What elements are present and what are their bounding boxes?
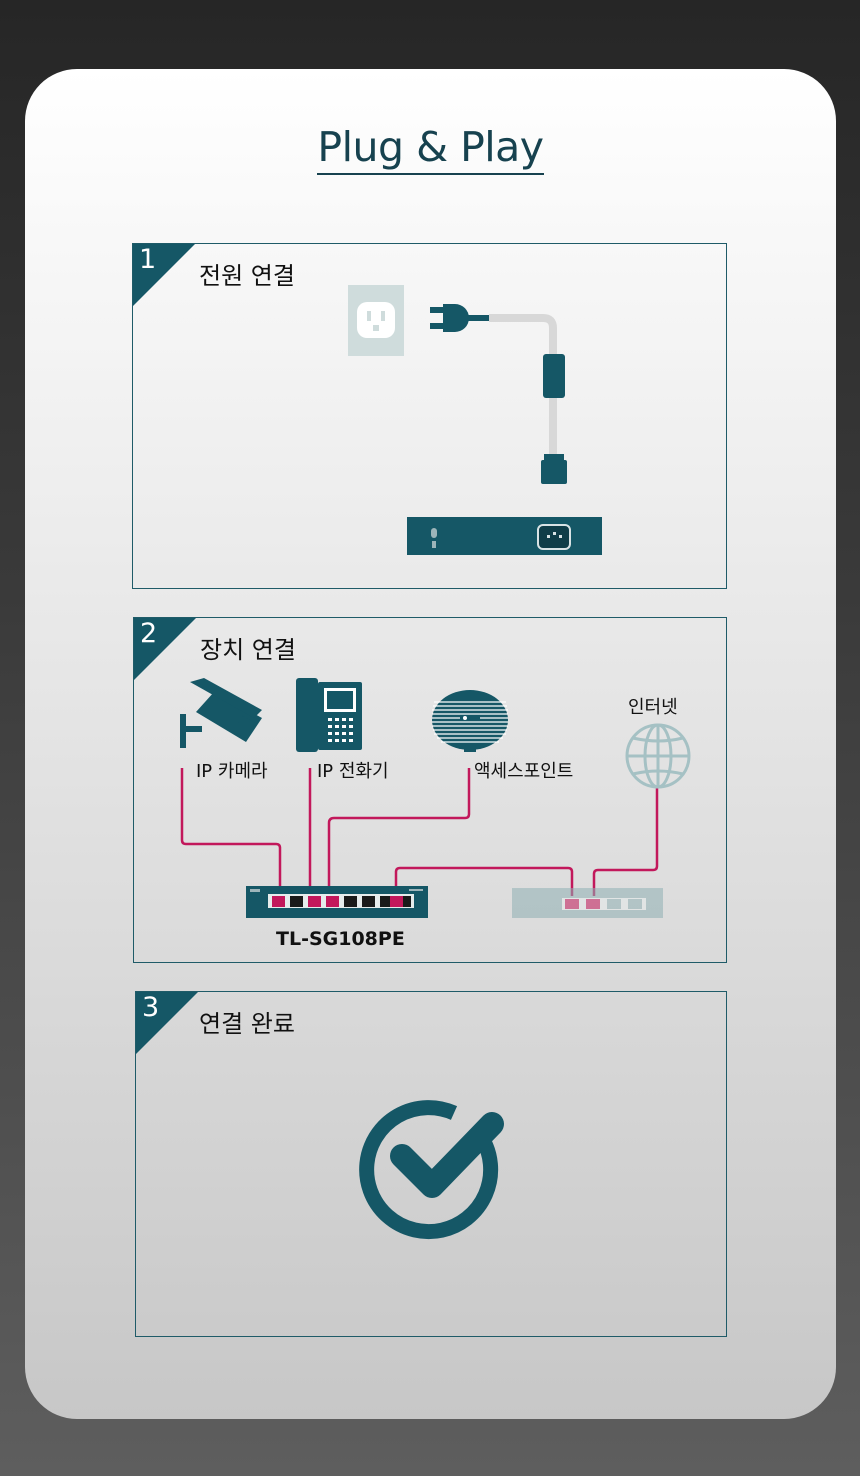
internet-globe-icon [625,723,691,789]
step-2-title: 장치 연결 [200,636,296,664]
ip-phone-icon [296,678,362,752]
camera-label: IP 카메라 [196,761,268,782]
phone-label: IP 전화기 [317,761,389,782]
step-3-panel: 3 연결 완료 [135,991,727,1337]
checkmark-icon [359,1100,504,1240]
step-number-badge [133,244,195,306]
wall-outlet-icon [348,285,404,356]
step-3-title: 연결 완료 [199,1010,295,1038]
switch-model-label: TL-SG108PE [276,928,405,950]
step-1-title: 전원 연결 [199,262,295,290]
plug-and-play-card: Plug & Play 1 전원 연결 [25,69,836,1419]
step-number-badge [134,618,196,680]
ip-camera-icon [180,678,262,748]
access-point-icon [432,690,508,752]
switch-rear-panel [407,517,602,555]
switch-tl-sg108pe-icon [246,886,428,918]
step-1-panel: 1 전원 연결 [132,243,727,589]
step-3-number: 3 [142,992,160,1023]
device-connection-illustration [180,678,691,918]
router-icon [512,888,663,918]
step-2-panel: 2 장치 연결 [133,617,727,963]
title-text: Plug & Play [317,123,544,175]
step-1-number: 1 [139,244,157,275]
power-connection-illustration [348,285,602,555]
page-title: Plug & Play [25,123,836,175]
access-point-label: 액세스포인트 [474,761,574,782]
step-number-badge [136,992,198,1054]
power-plug-icon [430,304,567,484]
step-2-number: 2 [140,618,158,649]
internet-label: 인터넷 [628,697,678,718]
network-cables [180,768,659,896]
